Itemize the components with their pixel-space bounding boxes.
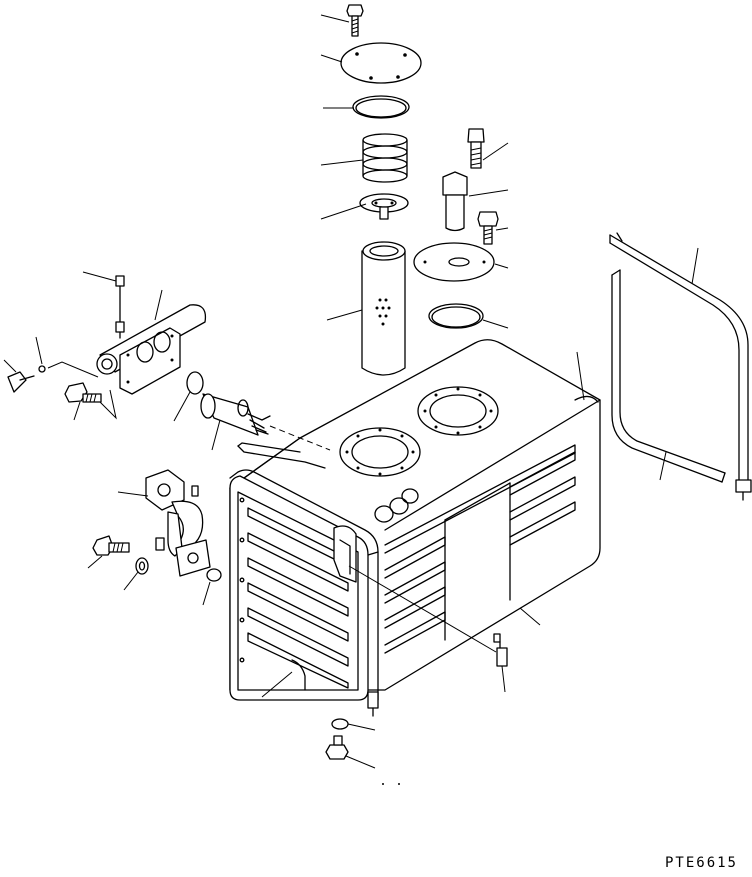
suction-strainer[interactable] — [200, 393, 271, 436]
filler-flange-rear[interactable] — [417, 386, 499, 436]
rear-corner-marks — [574, 395, 599, 403]
small-o-ring[interactable] — [38, 365, 46, 373]
side-ports — [374, 488, 419, 523]
wire-path — [47, 361, 117, 420]
pipe-bolt[interactable] — [92, 535, 130, 556]
drain-gasket[interactable] — [331, 718, 349, 730]
sender-unit[interactable] — [115, 275, 125, 339]
front-bolt-holes — [239, 497, 245, 663]
stray-marks — [382, 783, 400, 785]
filter-element[interactable] — [361, 241, 406, 376]
tank-side-ribs — [384, 444, 576, 654]
top-bolt[interactable] — [346, 4, 364, 37]
pipe-o-ring[interactable] — [206, 568, 222, 582]
flange-bolt[interactable] — [477, 211, 499, 245]
connecting-strap[interactable] — [237, 442, 326, 469]
right-gasket-ring[interactable] — [428, 303, 484, 329]
tank-bracket[interactable] — [333, 525, 357, 583]
drain-plug[interactable] — [325, 735, 349, 760]
round-plate[interactable] — [413, 242, 495, 282]
hex-plug[interactable] — [64, 382, 102, 403]
top-gasket-ring[interactable] — [352, 95, 410, 119]
level-gauge[interactable] — [493, 633, 508, 667]
pipe-washer[interactable] — [135, 557, 149, 575]
leader-lines — [3, 14, 699, 769]
strainer-case[interactable] — [96, 304, 207, 395]
top-cover-plate[interactable] — [340, 42, 422, 84]
filler-flange-front[interactable] — [339, 427, 421, 477]
tank-drain-lug[interactable] — [367, 691, 379, 717]
tank-body[interactable] — [229, 339, 601, 701]
spring[interactable] — [362, 133, 408, 183]
upper-strap[interactable] — [609, 232, 752, 501]
strainer-dashed-link — [269, 425, 331, 451]
breather-cap[interactable] — [442, 171, 468, 232]
elbow-fitting[interactable] — [7, 371, 35, 393]
plug-bolt[interactable] — [467, 128, 485, 169]
filter-valve[interactable] — [359, 193, 409, 220]
lower-strap[interactable] — [611, 269, 726, 483]
drawing-code: PTE6615 — [664, 855, 738, 871]
gasket-oval[interactable] — [186, 371, 204, 395]
suction-pipe[interactable] — [145, 469, 211, 577]
